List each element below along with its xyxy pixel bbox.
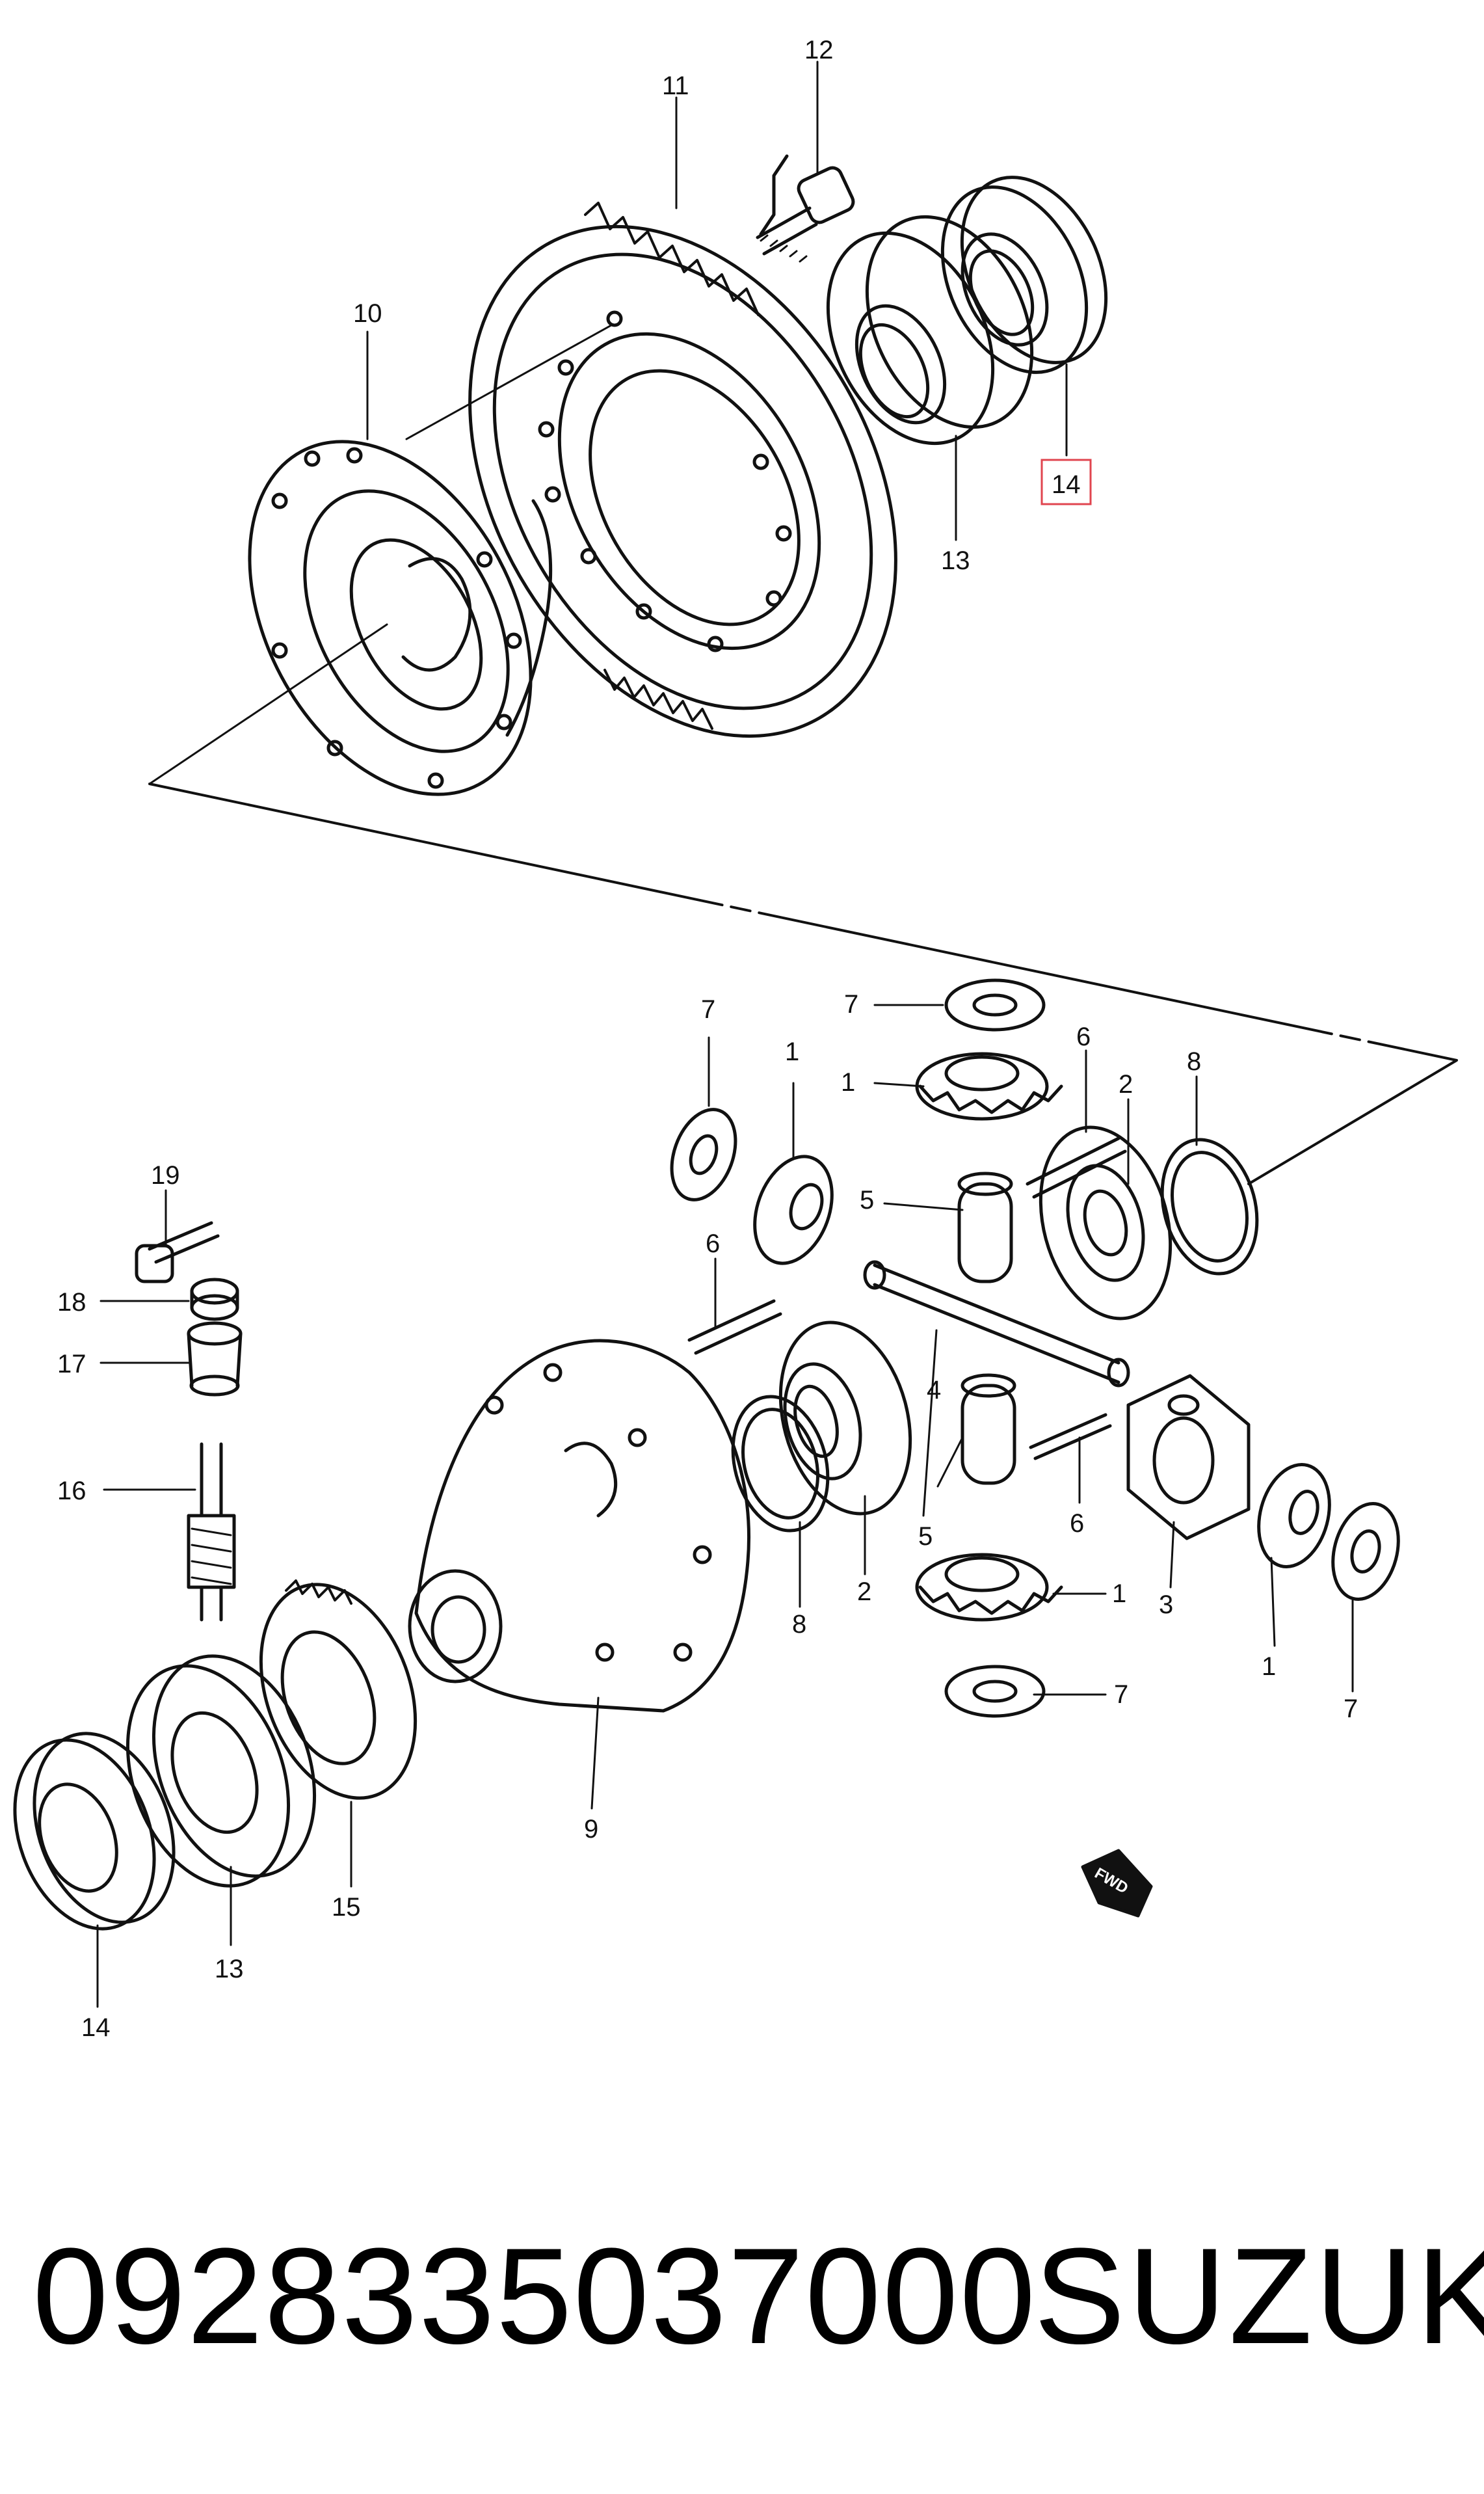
pinion-gear-1 xyxy=(753,1052,1331,1622)
fwd-arrow-icon xyxy=(1081,1849,1153,1918)
callout-1-a: 1 xyxy=(785,1038,799,1066)
ring-gear-11 xyxy=(468,202,897,738)
callout-7-d: 7 xyxy=(1114,1680,1128,1709)
pinion-shaft-4 xyxy=(863,1260,1130,1388)
driven-gear-16 xyxy=(187,1442,236,1622)
callout-12: 12 xyxy=(804,36,834,64)
oil-seal-14-bottom xyxy=(13,1732,176,1931)
callout-6-a: 6 xyxy=(1076,1023,1091,1051)
diff-case-10 xyxy=(248,440,553,796)
drive-gear-15 xyxy=(259,1579,417,1800)
callout-14-top: 14 xyxy=(1052,470,1081,499)
part-number: 0928335037000 xyxy=(33,2219,1037,2372)
callout-3: 3 xyxy=(1159,1590,1173,1619)
callout-7-a: 7 xyxy=(701,995,715,1024)
spider-block-3 xyxy=(1126,1374,1251,1540)
callout-2-b: 2 xyxy=(857,1577,871,1606)
callout-6-b: 6 xyxy=(706,1229,720,1258)
highlight-box xyxy=(1040,459,1092,505)
lock-pin-6 xyxy=(687,1136,1127,1460)
brand-name: SUZUKI xyxy=(1034,2219,1484,2372)
leader-lines xyxy=(96,60,1354,2008)
callout-14-bottom: 14 xyxy=(81,2013,111,2042)
bolt-19 xyxy=(135,1221,220,1283)
side-gear-2 xyxy=(778,1125,1173,1516)
pinion-shaft-5 xyxy=(957,1172,1016,1485)
diff-case-9 xyxy=(408,1339,751,1713)
callout-17: 17 xyxy=(57,1350,86,1378)
callout-8-a: 8 xyxy=(1187,1047,1201,1076)
exploded-parts-diagram: 12 11 10 13 14 7 7 1 1 6 2 8 6 5 4 5 6 2… xyxy=(13,36,1458,2042)
caption-bar: 0928335037000 SUZUKI xyxy=(0,2199,1484,2394)
callout-4: 4 xyxy=(927,1376,941,1404)
bush-18 xyxy=(190,1278,239,1321)
oil-seal-14-top xyxy=(940,176,1108,374)
callout-5-a: 5 xyxy=(860,1186,874,1214)
callout-2-a: 2 xyxy=(1119,1070,1133,1099)
callout-9: 9 xyxy=(584,1815,598,1844)
callout-7-b: 7 xyxy=(844,990,858,1019)
callout-10: 10 xyxy=(353,299,382,328)
bolt-12 xyxy=(756,154,855,263)
callout-5-b: 5 xyxy=(918,1522,933,1551)
callout-1-b: 1 xyxy=(841,1068,855,1097)
seal-17 xyxy=(187,1321,243,1397)
callouts: 12 11 10 13 14 7 7 1 1 6 2 8 6 5 4 5 6 2… xyxy=(57,36,1358,2042)
callout-13-bottom: 13 xyxy=(215,1955,244,1983)
callout-19: 19 xyxy=(151,1161,180,1190)
callout-6-c: 6 xyxy=(1070,1509,1084,1538)
callout-16: 16 xyxy=(57,1477,86,1505)
thrust-washer-7 xyxy=(670,978,1400,1718)
callout-7-c: 7 xyxy=(1344,1695,1358,1723)
callout-15: 15 xyxy=(332,1893,361,1922)
callout-1-c: 1 xyxy=(1112,1579,1126,1608)
side-washer-8 xyxy=(731,1138,1259,1533)
callout-11: 11 xyxy=(662,72,689,100)
callout-18: 18 xyxy=(57,1288,86,1317)
callout-13-top: 13 xyxy=(941,546,970,575)
bearing-13-bottom xyxy=(126,1654,317,1888)
callout-8-b: 8 xyxy=(792,1610,806,1639)
callout-1-d: 1 xyxy=(1262,1652,1276,1681)
